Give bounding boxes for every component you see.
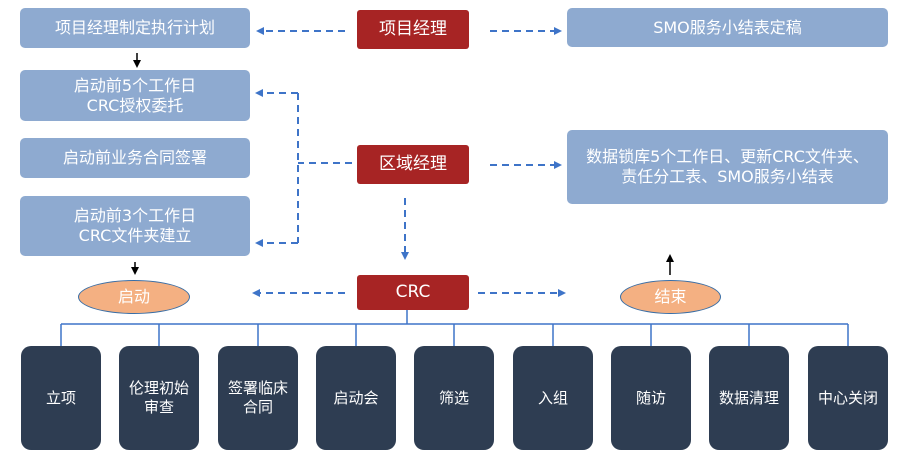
stage-label: 随访 (635, 388, 666, 407)
stage-box: 立项 (21, 346, 101, 450)
stage-box: 随访 (611, 346, 691, 450)
role-regional-manager-label: 区域经理 (379, 153, 447, 174)
task-contract-sign: 启动前业务合同签署 (20, 138, 250, 178)
task-crc-authorization-label: 启动前5个工作日 CRC授权委托 (73, 75, 197, 115)
stage-box: 入组 (513, 346, 593, 450)
role-crc: CRC (357, 275, 469, 310)
role-crc-label: CRC (395, 281, 431, 302)
stage-label: 签署临床 合同 (227, 379, 288, 416)
role-project-manager: 项目经理 (357, 10, 469, 49)
task-data-lock-label: 数据锁库5个工作日、更新CRC文件夹、 责任分工表、SMO服务小结表 (586, 147, 869, 186)
role-regional-manager: 区域经理 (357, 145, 469, 184)
milestone-start: 启动 (78, 280, 190, 314)
stage-label: 筛选 (438, 388, 469, 407)
milestone-start-label: 启动 (117, 287, 150, 306)
task-crc-authorization: 启动前5个工作日 CRC授权委托 (20, 70, 250, 121)
stage-box: 数据清理 (709, 346, 789, 450)
stage-box: 签署临床 合同 (218, 346, 298, 450)
stage-label: 启动会 (333, 388, 379, 407)
milestone-end: 结束 (620, 280, 721, 314)
milestone-end-label: 结束 (654, 287, 687, 306)
task-plan-label: 项目经理制定执行计划 (54, 18, 215, 37)
stage-box: 伦理初始 审查 (119, 346, 199, 450)
stage-box: 中心关闭 (808, 346, 888, 450)
stage-box: 筛选 (414, 346, 494, 450)
stage-label: 立项 (45, 388, 76, 407)
stage-label: 数据清理 (718, 388, 779, 407)
stage-box: 启动会 (316, 346, 396, 450)
stage-label: 伦理初始 审查 (128, 379, 189, 416)
task-crc-folder: 启动前3个工作日 CRC文件夹建立 (20, 196, 250, 256)
task-data-lock: 数据锁库5个工作日、更新CRC文件夹、 责任分工表、SMO服务小结表 (567, 130, 888, 204)
task-crc-folder-label: 启动前3个工作日 CRC文件夹建立 (73, 206, 197, 245)
task-smo-summary-final-label: SMO服务小结表定稿 (653, 17, 802, 37)
role-project-manager-label: 项目经理 (379, 18, 447, 39)
task-smo-summary-final: SMO服务小结表定稿 (567, 8, 888, 47)
task-plan: 项目经理制定执行计划 (20, 8, 250, 48)
stage-label: 入组 (537, 388, 568, 407)
stage-label: 中心关闭 (817, 388, 878, 407)
task-contract-sign-label: 启动前业务合同签署 (62, 148, 207, 167)
